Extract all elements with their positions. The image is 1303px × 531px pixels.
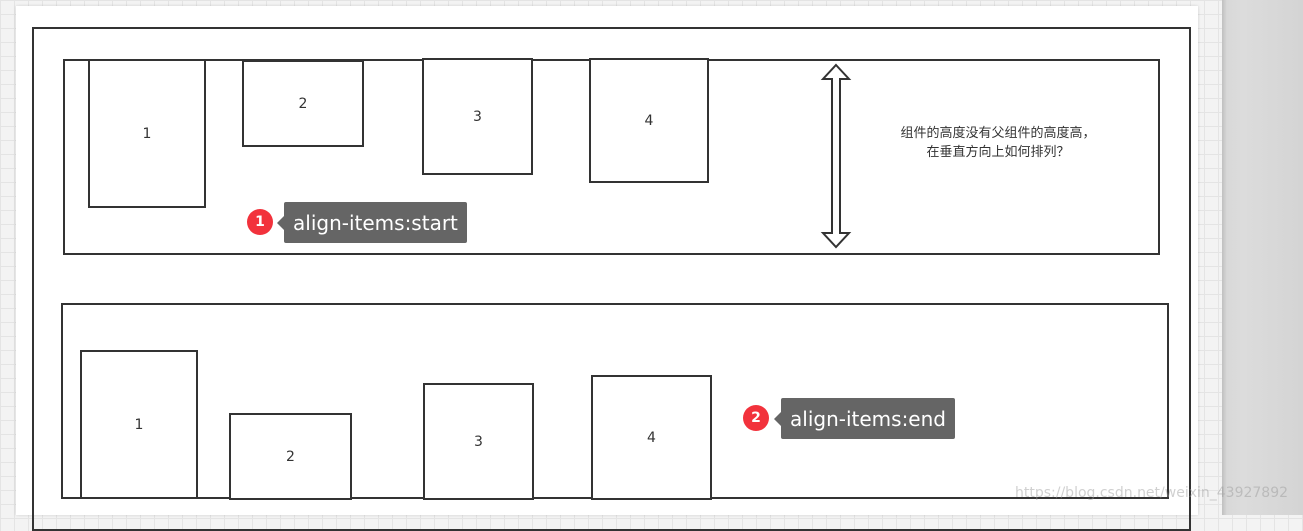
bottom-item-3: 3	[423, 383, 534, 500]
question-line-1: 组件的高度没有父组件的高度高，	[900, 126, 1096, 141]
top-item-3: 3	[422, 58, 533, 175]
top-item-4: 4	[589, 58, 709, 183]
bottom-item-2-label: 2	[286, 448, 295, 465]
bottom-item-4-label: 4	[647, 429, 656, 446]
top-item-3-label: 3	[473, 108, 482, 125]
top-item-1-label: 1	[142, 125, 152, 142]
align-end-label: align-items:end	[774, 398, 955, 439]
vertical-double-arrow-icon	[820, 63, 852, 249]
question-text: 组件的高度没有父组件的高度高， 在垂直方向上如何排列？	[878, 124, 1118, 162]
bottom-item-2: 2	[229, 413, 352, 500]
top-item-2-label: 2	[298, 95, 308, 112]
top-item-4-label: 4	[644, 112, 654, 129]
bottom-item-1-label: 1	[134, 416, 144, 433]
bottom-item-4: 4	[591, 375, 712, 500]
badge-2: 2	[743, 405, 769, 431]
top-item-1: 1	[88, 59, 206, 208]
badge-1: 1	[247, 209, 273, 235]
question-line-2: 在垂直方向上如何排列？	[926, 145, 1070, 160]
align-start-label: align-items:start	[277, 202, 467, 243]
bottom-item-1: 1	[80, 350, 198, 499]
top-item-2: 2	[242, 60, 364, 147]
bottom-item-3-label: 3	[474, 433, 483, 450]
watermark-text: https://blog.csdn.net/weixin_43927892	[1015, 485, 1289, 501]
right-side-panel	[1222, 0, 1303, 515]
